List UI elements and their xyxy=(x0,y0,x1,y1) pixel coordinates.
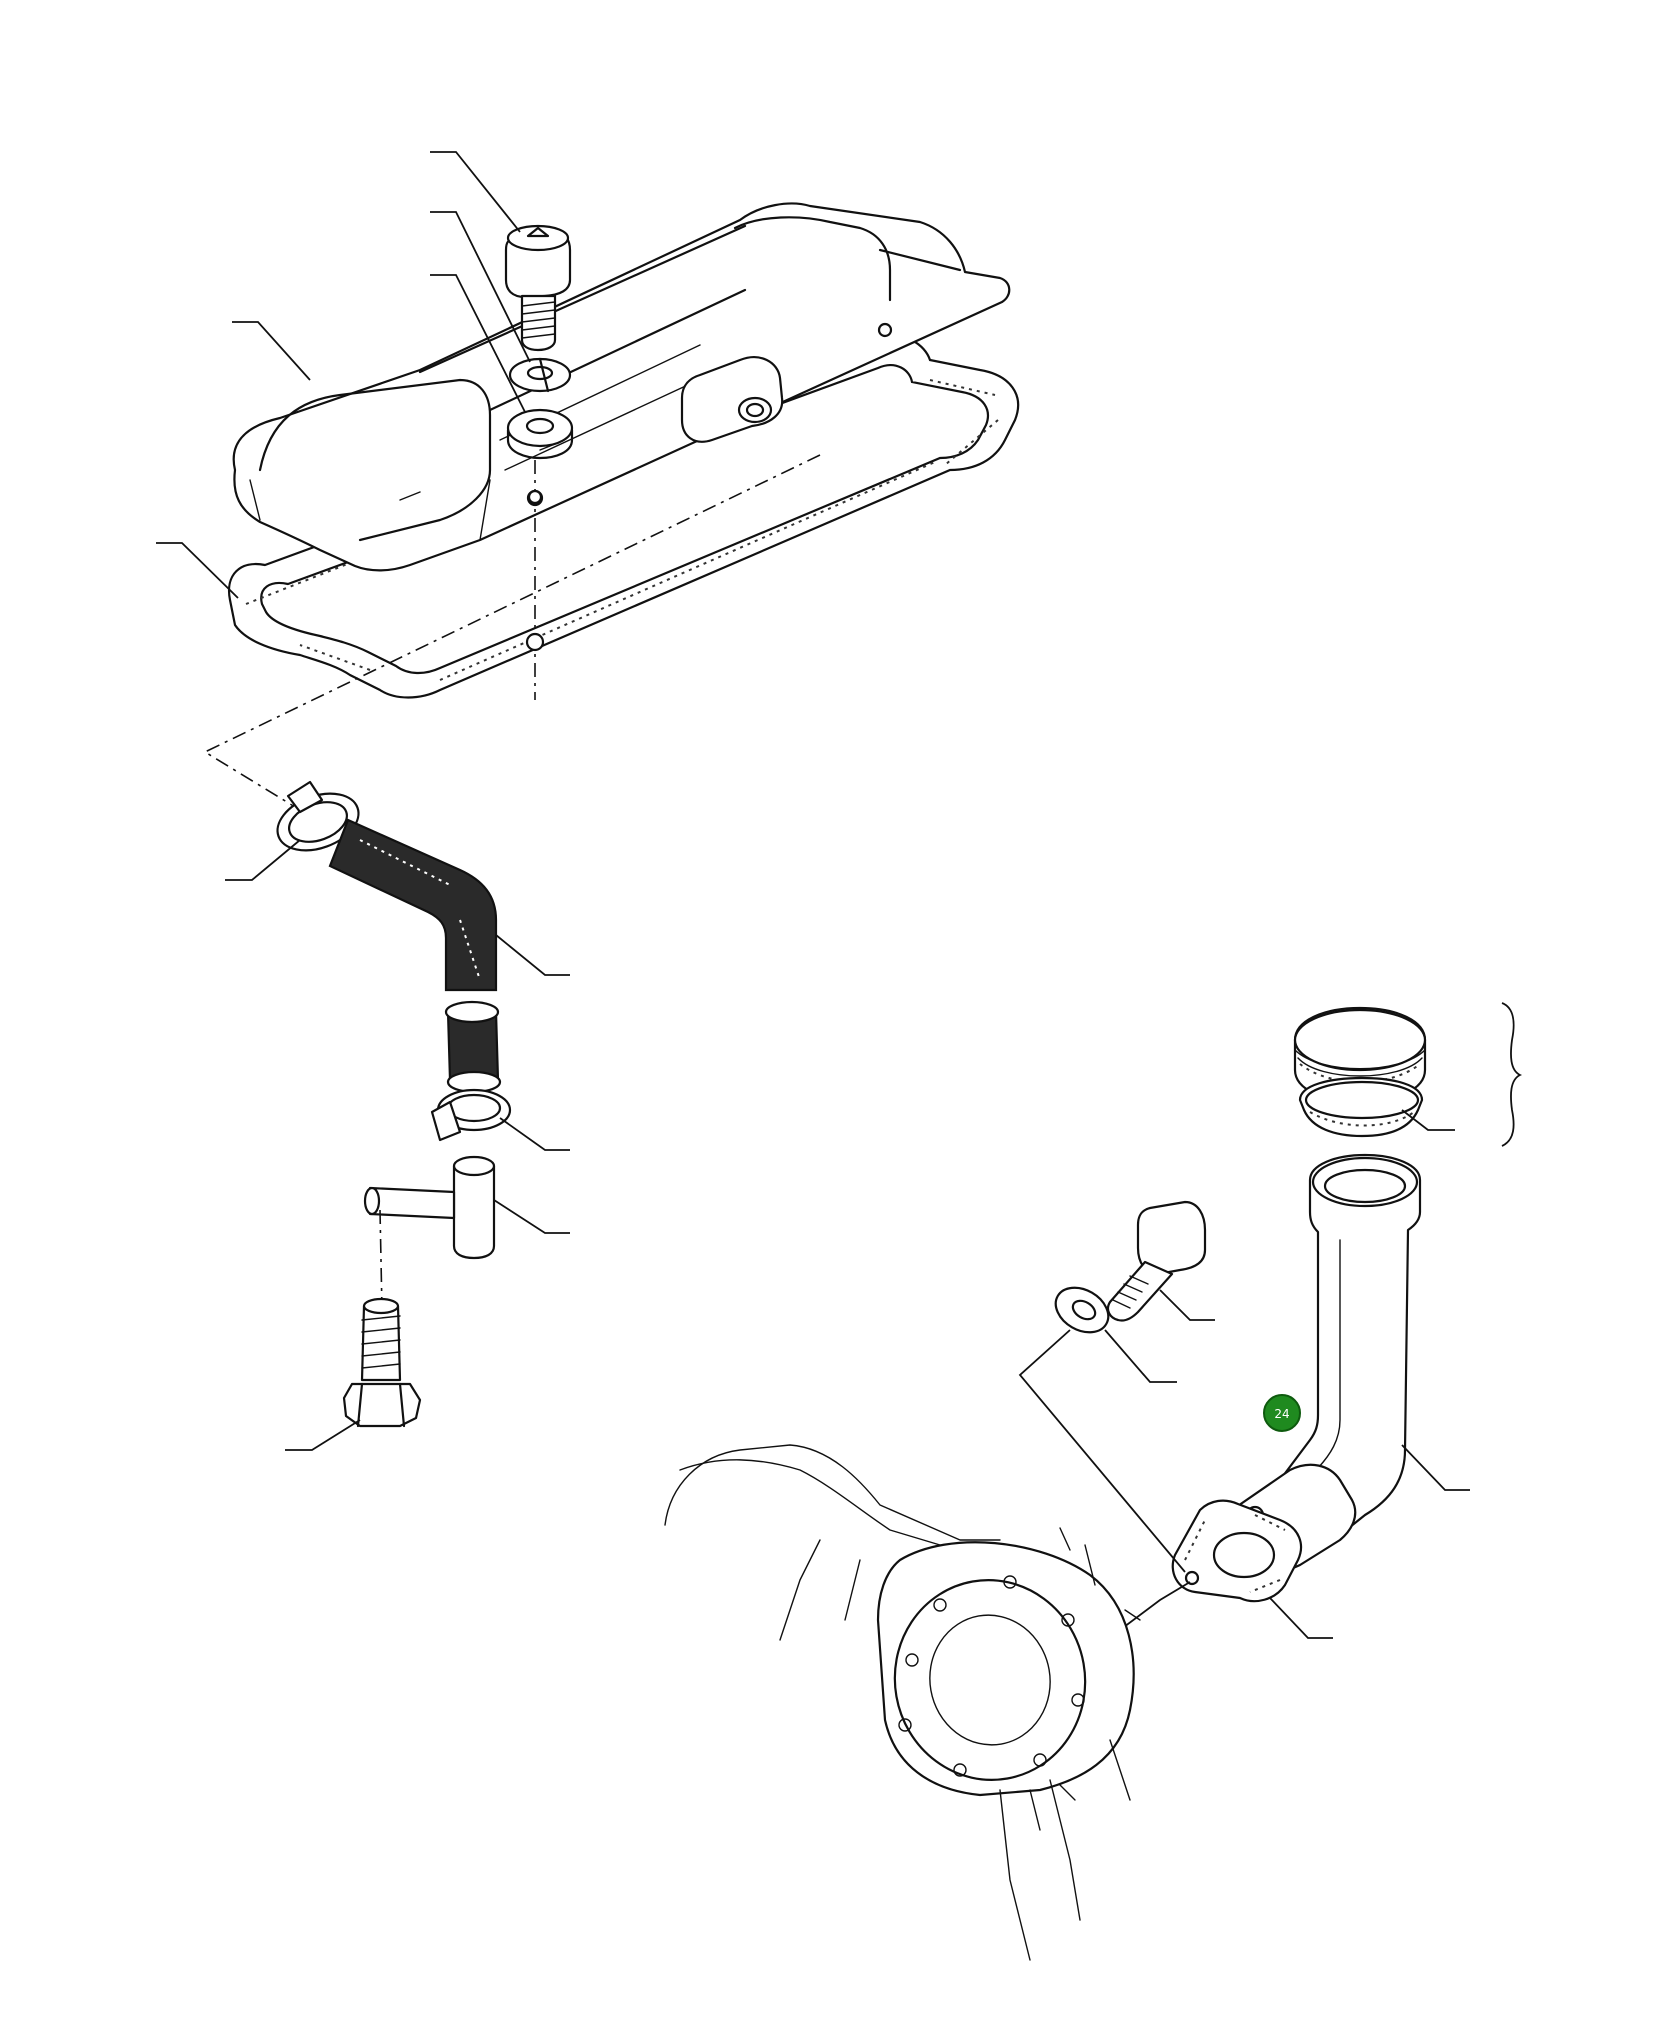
leader-line-filler-tube xyxy=(1401,1444,1470,1491)
leader-line-flange-washer xyxy=(1104,1329,1177,1383)
leader-line-flange-gasket xyxy=(1269,1597,1333,1639)
hose-clamp-upper[interactable] xyxy=(270,780,367,861)
flange-washer[interactable] xyxy=(1048,1279,1116,1342)
leader-line-filler-seal xyxy=(1401,1109,1455,1131)
leader-line-hex-bolt xyxy=(285,1419,361,1451)
leader-line-cap-screw xyxy=(430,151,521,233)
sealing-washer[interactable] xyxy=(506,408,574,460)
engine-block-outline xyxy=(664,1444,1141,1961)
oil-filler-cap[interactable] xyxy=(1293,1006,1427,1104)
leader-line-lower-clamp xyxy=(499,1117,570,1151)
kit-bracket xyxy=(1501,1002,1523,1147)
lock-washer[interactable] xyxy=(508,357,572,393)
leader-line-sealing-washer xyxy=(430,274,526,413)
leader-line-gasket xyxy=(156,542,239,599)
leader-line-upper-clamp xyxy=(225,839,301,881)
hose-clamp-lower[interactable] xyxy=(430,1088,512,1142)
hex-bolt[interactable] xyxy=(342,1297,422,1428)
filler-cap-seal[interactable] xyxy=(1298,1076,1424,1138)
leader-line-tee-connector xyxy=(493,1199,570,1234)
callout-badge-24[interactable]: 24 xyxy=(1263,1394,1301,1432)
breather-tee-connector[interactable] xyxy=(363,1155,496,1260)
oil-filler-tube[interactable] xyxy=(1230,1153,1422,1572)
callout-badge-circle xyxy=(1263,1394,1301,1432)
leader-line-valve-cover xyxy=(232,321,311,381)
leader-line-hose-elbow xyxy=(495,934,570,976)
leader-line-lock-washer xyxy=(430,211,531,363)
filler-tube-flange-gasket[interactable] xyxy=(1171,1499,1303,1603)
breather-tube-fitting[interactable] xyxy=(680,356,784,443)
cap-screw[interactable] xyxy=(504,224,572,352)
breather-hose-straight[interactable] xyxy=(444,1000,502,1094)
breather-hose-elbow[interactable] xyxy=(328,818,498,992)
callout-badge-label: 24 xyxy=(1274,1407,1289,1421)
leader-line-flange-bolt xyxy=(1159,1289,1215,1321)
flange-bolt[interactable] xyxy=(1106,1200,1207,1322)
